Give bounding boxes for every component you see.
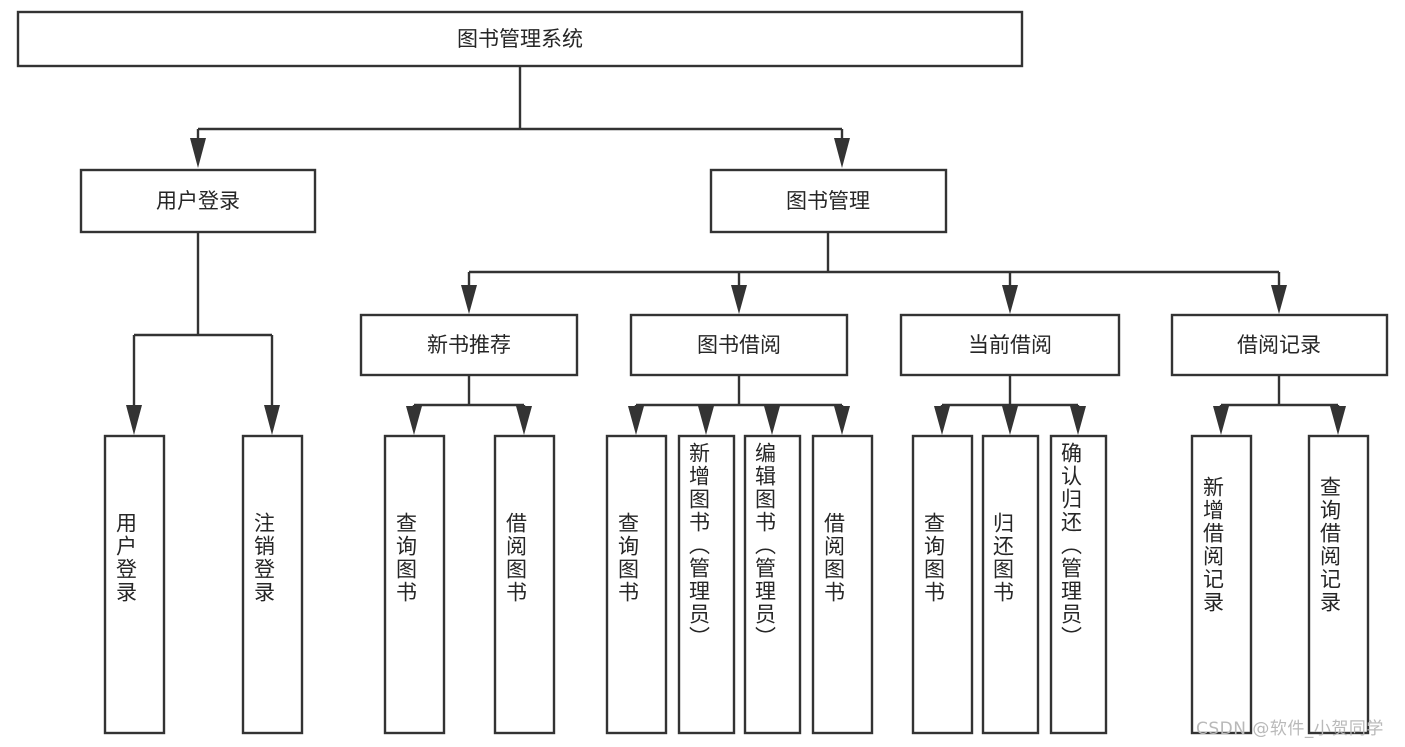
leaf-box-confirm-return[interactable] <box>1049 434 1108 735</box>
connector-current-borrow-bus <box>934 375 1086 435</box>
node-new-book-recommend-label: 新书推荐 <box>427 333 511 357</box>
arrow-head-icon <box>1213 406 1229 435</box>
node-new-book-recommend-box <box>359 313 579 377</box>
leaf-box-user-logout[interactable] <box>241 434 304 735</box>
arrow-head-icon <box>834 406 850 435</box>
leaf-box-query-book-1[interactable] <box>383 434 446 735</box>
arrow-head-icon <box>126 405 142 435</box>
leaf-box-borrow-book-2[interactable] <box>811 434 874 735</box>
arrow-head-icon <box>406 406 422 435</box>
node-current-borrow-box <box>899 313 1121 377</box>
node-current-borrow-label: 当前借阅 <box>968 333 1052 357</box>
node-user-login-label: 用户登录 <box>156 189 240 213</box>
leaf-box-query-record[interactable] <box>1307 434 1370 735</box>
arrow-head-icon <box>1271 285 1287 314</box>
leaf-box-add-book[interactable] <box>677 434 736 735</box>
leaf-box-user-login[interactable] <box>103 434 166 735</box>
leaf-box-query-book-2[interactable] <box>605 434 668 735</box>
leaf-box-add-record[interactable] <box>1190 434 1253 735</box>
node-book-borrow[interactable]: 图书借阅 <box>629 313 849 377</box>
node-borrow-record[interactable]: 借阅记录 <box>1170 313 1389 377</box>
node-book-management[interactable]: 图书管理 <box>709 168 948 234</box>
node-book-borrow-label: 图书借阅 <box>697 333 781 357</box>
connector-book-management-bus <box>461 232 1287 314</box>
arrow-head-icon <box>1002 285 1018 314</box>
arrow-head-icon <box>834 138 850 168</box>
leaf-box-return-book[interactable] <box>981 434 1040 735</box>
node-user-login[interactable]: 用户登录 <box>79 168 317 234</box>
arrow-head-icon <box>628 406 644 435</box>
node-new-book-recommend[interactable]: 新书推荐 <box>359 313 579 377</box>
arrow-head-icon <box>1070 406 1086 435</box>
arrow-head-icon <box>934 406 950 435</box>
arrow-head-icon <box>264 405 280 435</box>
arrow-head-icon <box>1330 406 1346 435</box>
connector-borrow-record-bus <box>1213 375 1346 435</box>
node-current-borrow[interactable]: 当前借阅 <box>899 313 1121 377</box>
leaf-box-query-book-3[interactable] <box>911 434 974 735</box>
arrow-head-icon <box>764 406 780 435</box>
connector-root-bus <box>190 66 850 168</box>
node-book-management-label: 图书管理 <box>786 189 870 213</box>
node-title[interactable]: 图书管理系统 <box>16 10 1024 68</box>
connector-new-book-recommend-bus <box>406 375 532 435</box>
csdn-watermark: CSDN @软件_小贺同学 <box>1196 719 1384 739</box>
node-borrow-record-label: 借阅记录 <box>1237 333 1321 357</box>
arrow-head-icon <box>1002 406 1018 435</box>
node-title-label: 图书管理系统 <box>457 27 583 51</box>
connector-user-login-bus <box>126 232 280 435</box>
node-title-box <box>16 10 1024 68</box>
arrow-head-icon <box>461 285 477 314</box>
connector-book-borrow-bus <box>628 375 850 435</box>
arrow-head-icon <box>698 406 714 435</box>
arrow-head-icon <box>190 138 206 168</box>
leaf-box-borrow-book-1[interactable] <box>493 434 556 735</box>
arrow-head-icon <box>731 285 747 314</box>
node-user-login-box <box>79 168 317 234</box>
arrow-head-icon <box>516 406 532 435</box>
leaf-box-edit-book[interactable] <box>743 434 802 735</box>
